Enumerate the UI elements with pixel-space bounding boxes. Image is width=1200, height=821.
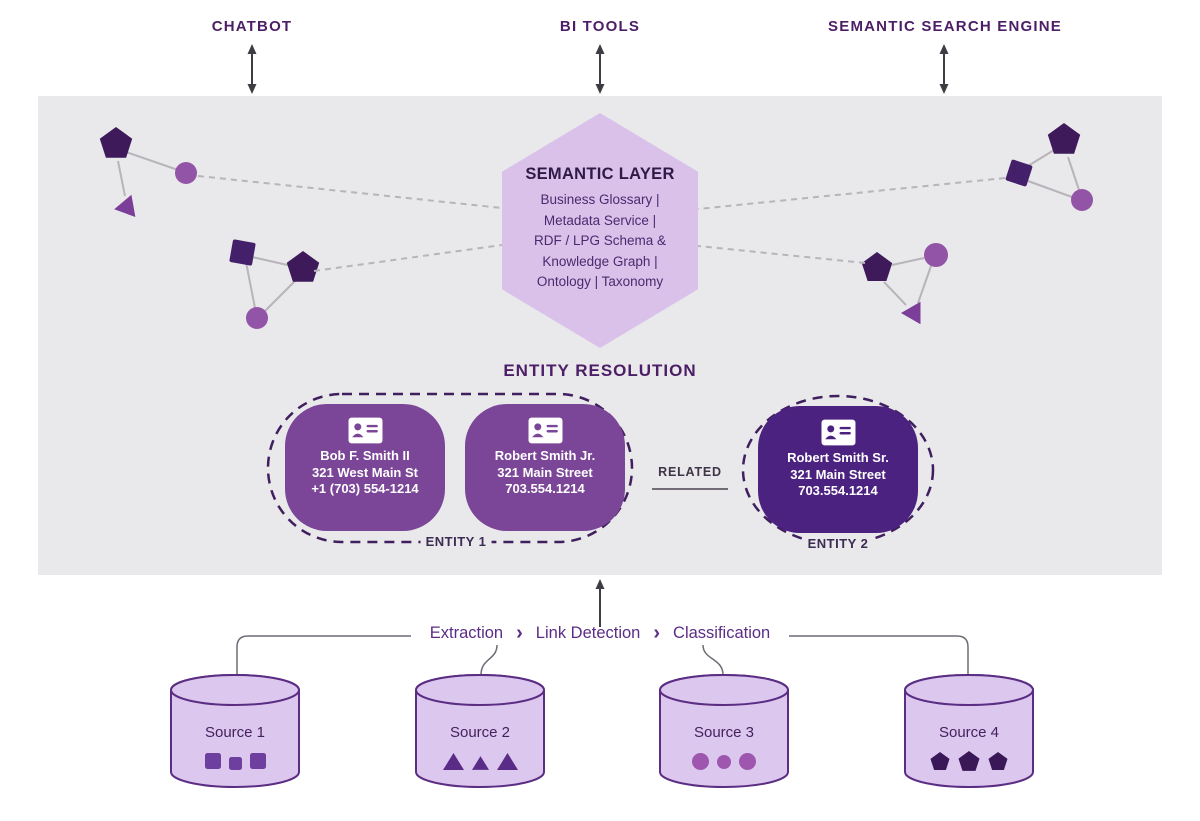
- chevron-right-icon: ›: [653, 621, 661, 644]
- semantic-layer-title: SEMANTIC LAYER: [525, 165, 675, 183]
- record-name-text: Bob F. Smith II: [320, 448, 410, 463]
- record-address-text: 321 West Main St: [312, 464, 418, 480]
- source-3-database: Source 3: [658, 672, 790, 796]
- bi-tools-label: BI TOOLS: [559, 18, 641, 35]
- database-cylinder-icon: [415, 674, 545, 788]
- record-phone-text: 703.554.1214: [798, 483, 878, 498]
- square-icon: [249, 753, 266, 769]
- source-label: Source 2: [449, 724, 511, 741]
- database-cylinder-icon: [170, 674, 300, 788]
- chatbot-connection-arrow: [247, 44, 257, 94]
- chatbot-label: CHATBOT: [211, 18, 293, 35]
- pipeline-steps: Extraction › Link Detection › Classifica…: [429, 621, 771, 644]
- ingestion-arrow: [595, 579, 605, 627]
- semantic-search-engine-label: SEMANTIC SEARCH ENGINE: [828, 18, 1062, 35]
- chevron-right-icon: ›: [516, 621, 523, 644]
- source-label: Source 1: [204, 724, 266, 741]
- source-content-shapes: [169, 749, 301, 773]
- square-icon: [204, 753, 221, 769]
- triangle-icon: [442, 752, 464, 770]
- id-card-icon: [528, 417, 562, 444]
- source-4-database: Source 4: [903, 672, 1035, 796]
- semantic-layer-components: Business Glossary | Metadata Service | R…: [502, 190, 698, 293]
- record-address-text: 321 Main Street: [790, 466, 886, 482]
- record-name-text: Robert Smith Sr.: [787, 450, 889, 465]
- pentagon-icon: [930, 751, 950, 770]
- pipeline-step-classification: Classification: [673, 624, 771, 642]
- source-1-database: Source 1: [169, 672, 301, 796]
- pipeline-step-link-detection: Link Detection: [535, 624, 641, 642]
- semantic-layer-line: Knowledge Graph |: [542, 253, 658, 269]
- square-icon: [228, 756, 242, 770]
- source-label: Source 3: [693, 724, 755, 741]
- semantic-search-connection-arrow: [939, 44, 949, 94]
- entity-record-card: Robert Smith Jr. 321 Main Street 703.554…: [465, 404, 625, 531]
- semantic-layer-line: Ontology | Taxonomy: [536, 274, 664, 289]
- semantic-layer-line: Metadata Service |: [543, 212, 657, 228]
- entity2-label: ENTITY 2: [802, 536, 874, 551]
- record-name-text: Robert Smith Jr.: [494, 448, 596, 463]
- circle-icon: [717, 755, 731, 769]
- circle-icon: [692, 752, 709, 770]
- source-content-shapes: [658, 749, 790, 773]
- source-2-database: Source 2: [414, 672, 546, 796]
- source-label: Source 4: [938, 724, 1000, 741]
- entity-record-card: Bob F. Smith II 321 West Main St +1 (703…: [285, 404, 445, 531]
- triangle-icon: [496, 752, 518, 770]
- source-content-shapes: [414, 749, 546, 773]
- pentagon-icon: [988, 751, 1008, 770]
- id-card-icon: [821, 419, 855, 446]
- entity-record-card: Robert Smith Sr. 321 Main Street 703.554…: [758, 406, 918, 533]
- pipeline-step-extraction: Extraction: [429, 624, 504, 642]
- id-card-icon: [348, 417, 382, 444]
- triangle-icon: [471, 755, 489, 770]
- entity1-label: ENTITY 1: [420, 534, 492, 549]
- bi-tools-connection-arrow: [595, 44, 605, 94]
- source-content-shapes: [903, 749, 1035, 773]
- pentagon-icon: [958, 750, 980, 771]
- record-phone-text: 703.554.1214: [505, 481, 585, 496]
- circle-icon: [739, 752, 756, 770]
- related-label: RELATED: [658, 465, 722, 479]
- semantic-layer-hexagon: SEMANTIC LAYER Business Glossary | Metad…: [502, 113, 698, 348]
- record-address-text: 321 Main Street: [497, 464, 593, 480]
- entity-resolution-title: ENTITY RESOLUTION: [503, 361, 697, 380]
- record-phone-text: +1 (703) 554-1214: [311, 481, 419, 496]
- semantic-layer-line: RDF / LPG Schema &: [533, 233, 667, 248]
- semantic-layer-line: Business Glossary |: [540, 192, 660, 207]
